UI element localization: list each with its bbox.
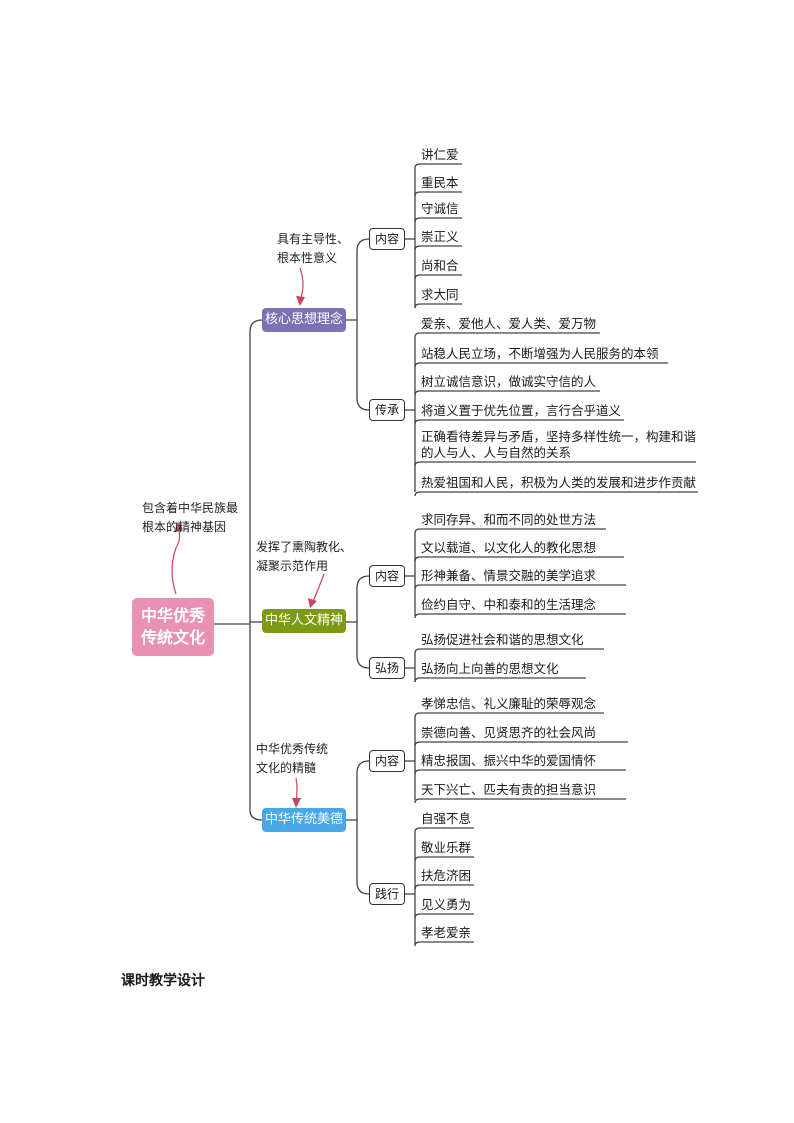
leaf-item: 精忠报国、振兴中华的爱国情怀 [421,753,597,768]
leaf-item: 见义勇为 [421,897,472,912]
leaf-item: 孝老爱亲 [421,925,472,940]
leaf-item: 爱亲、爱他人、爱人类、爱万物 [421,316,597,331]
branch-traditional-virtues: 中华传统美德 [262,808,346,832]
leaf-item: 守诚信 [421,201,459,216]
annotation-line1: 具有主导性、 [277,232,350,246]
annotation-line2: 文化的精髓 [256,761,317,775]
root-label-line2: 传统文化 [140,628,205,647]
branch-core-ideas: 核心思想理念 [262,308,346,332]
branch-core-ideas-annotation: 具有主导性、 根本性意义 [277,230,349,268]
leaf-item: 热爱祖国和人民，积极为人类的发展和进步作贡献 [421,475,697,490]
root-node: 中华优秀 传统文化 [132,598,214,656]
leaf-item: 崇德向善、见贤思齐的社会风尚 [421,725,597,740]
root-label-line1: 中华优秀 [140,606,205,625]
annotation-line1: 发挥了熏陶教化、 [256,540,353,554]
branch-humanistic-spirit: 中华人文精神 [262,609,346,633]
leaf-item: 自强不息 [421,811,472,826]
leaf-item: 重民本 [421,175,459,190]
leaf-item: 扶危济困 [421,868,472,883]
branch-traditional-virtues-annotation: 中华优秀传统 文化的精髓 [256,740,328,778]
leaf-item: 文以载道、以文化人的教化思想 [421,540,597,555]
sub-node-content: 内容 [369,228,405,250]
root-annotation-line1: 包含着中华民族最 [142,501,239,515]
leaf-item: 俭约自守、中和泰和的生活理念 [421,597,597,612]
leaf-item: 求大同 [421,287,459,302]
leaf-item-continued: 的人与人、人与自然的关系 [421,445,572,460]
leaf-item: 弘扬向上向善的思想文化 [421,661,559,676]
leaf-item: 天下兴亡、匹夫有责的担当意识 [421,782,597,797]
branch-humanistic-spirit-annotation: 发挥了熏陶教化、 凝聚示范作用 [256,538,352,576]
leaf-item: 讲仁爱 [421,147,459,162]
sub-node-content: 内容 [369,565,405,587]
leaf-item: 将道义置于优先位置，言行合乎道义 [421,403,622,418]
section-heading: 课时教学设计 [121,973,205,989]
sub-node-inheritance: 传承 [369,399,405,421]
sub-node-promote: 弘扬 [369,657,405,679]
leaf-item: 站稳人民立场，不断增强为人民服务的本领 [421,346,659,361]
leaf-item: 求同存异、和而不同的处世方法 [421,512,597,527]
sub-node-practice: 践行 [369,883,405,905]
leaf-item: 形神兼备、情景交融的美学追求 [421,568,597,583]
root-annotation: 包含着中华民族最 根本的精神基因 [142,499,238,537]
annotation-line2: 凝聚示范作用 [256,559,329,573]
leaf-item: 正确看待差异与矛盾，坚持多样性统一，构建和谐 [421,429,697,444]
annotation-line2: 根本性意义 [277,251,338,265]
leaf-item: 弘扬促进社会和谐的思想文化 [421,632,584,647]
leaf-item: 敬业乐群 [421,840,472,855]
leaf-item: 孝悌忠信、礼义廉耻的荣辱观念 [421,696,597,711]
sub-node-content: 内容 [369,750,405,772]
leaf-item: 尚和合 [421,258,459,273]
leaf-item: 树立诚信意识，做诚实守信的人 [421,374,597,389]
leaf-item: 崇正义 [421,229,459,244]
root-annotation-line2: 根本的精神基因 [142,520,227,534]
annotation-line1: 中华优秀传统 [256,742,329,756]
